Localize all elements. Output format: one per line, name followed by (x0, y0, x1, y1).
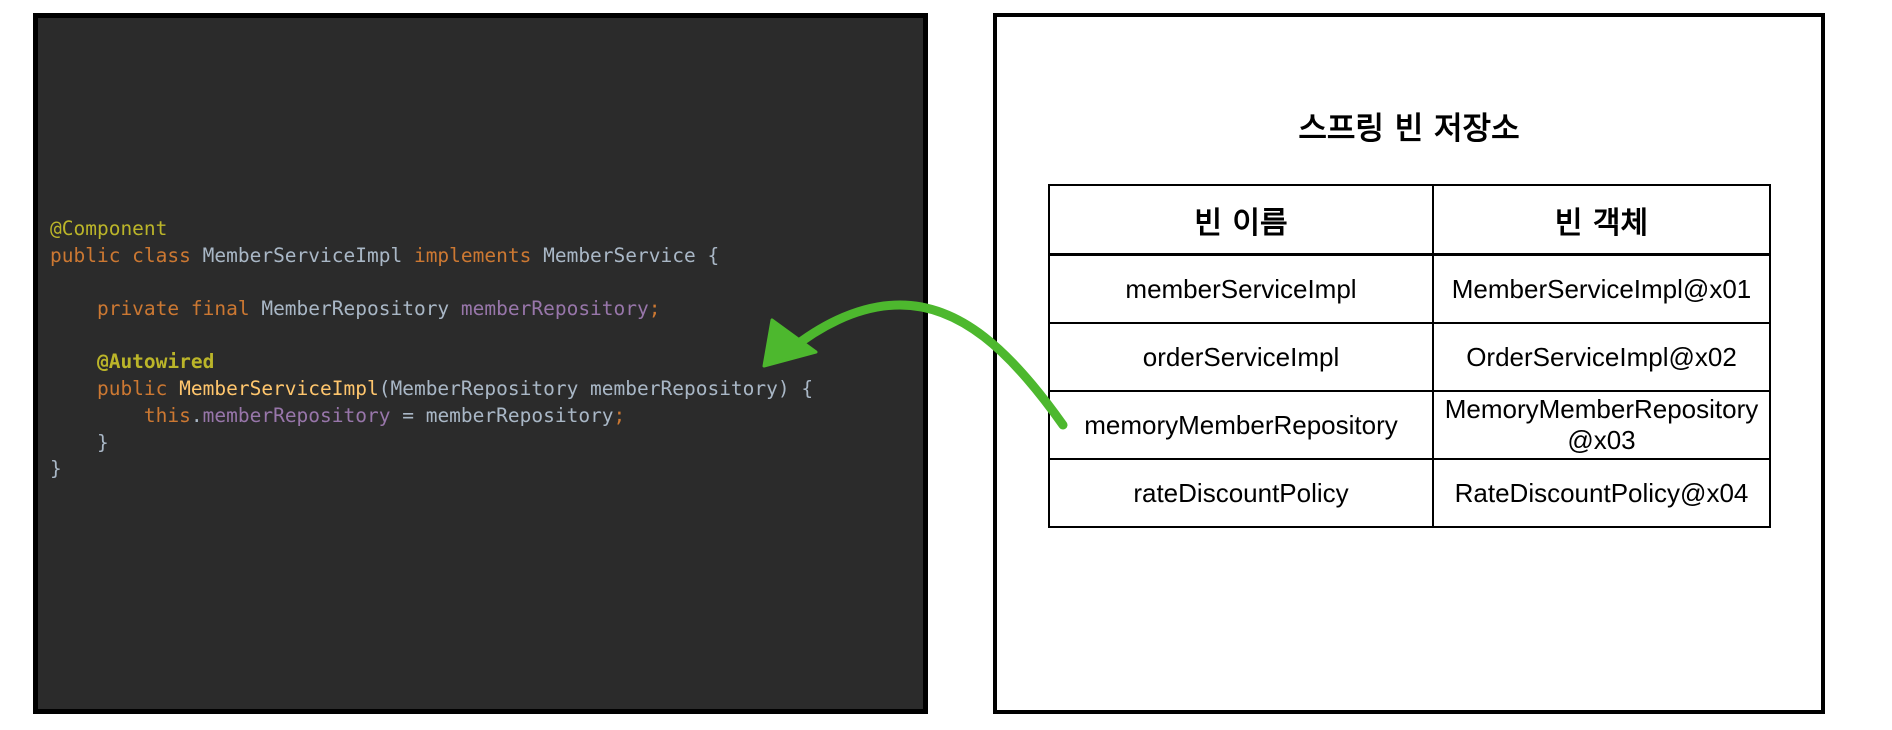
code-line: public MemberServiceImpl(MemberRepositor… (50, 376, 813, 403)
code-line: @Component (50, 216, 813, 243)
store-title: 스프링 빈 저장소 (1298, 111, 1520, 147)
bean-name-cell: memberServiceImpl (1048, 253, 1434, 324)
code-token: MemberServiceImpl (179, 377, 379, 401)
code-line: private final MemberRepository memberRep… (50, 296, 813, 323)
code-token: @Autowired (50, 350, 215, 374)
code-token: this (50, 403, 191, 427)
code-token: memberRepository (460, 297, 649, 321)
code-line: @Autowired (50, 349, 813, 376)
bean-table: 빈 이름 빈 객체 memberServiceImpl MemberServic… (1048, 184, 1771, 528)
bean-name-cell: orderServiceImpl (1048, 322, 1434, 392)
code-token: implements (413, 243, 544, 267)
code-line: public class MemberServiceImpl implement… (50, 243, 813, 270)
bean-object-cell: MemoryMemberRepository @x03 (1432, 390, 1771, 460)
bean-name-cell: memoryMemberRepository (1048, 390, 1434, 460)
code-token: . (190, 403, 203, 427)
code-token: } (50, 457, 62, 481)
table-row: rateDiscountPolicy RateDiscountPolicy@x0… (1048, 458, 1771, 528)
code-token: memberRepository (202, 403, 391, 427)
bean-name-header: 빈 이름 (1048, 184, 1434, 256)
bean-object-header: 빈 객체 (1432, 184, 1771, 256)
bean-object-cell: RateDiscountPolicy@x04 (1432, 458, 1771, 528)
code-line (50, 323, 813, 350)
code-token: @Component (50, 217, 168, 240)
spring-bean-store-panel: 스프링 빈 저장소 빈 이름 빈 객체 memberServiceImpl Me… (993, 13, 1825, 714)
code-token: } (50, 430, 109, 454)
code-token: public class (50, 243, 203, 267)
code-token: = memberRepository (390, 403, 614, 427)
code-token: MemberRepository (261, 297, 461, 321)
code-token: private final (50, 297, 262, 321)
code-line: this.memberRepository = memberRepository… (50, 403, 813, 430)
table-row: orderServiceImpl OrderServiceImpl@x02 (1048, 322, 1771, 392)
code-token: ; (613, 403, 626, 427)
code-block: @Component public class MemberServiceImpl… (50, 216, 813, 483)
code-token: (MemberRepository memberRepository) { (378, 377, 814, 401)
bean-object-cell: MemberServiceImpl@x01 (1432, 253, 1771, 324)
table-row: memberServiceImpl MemberServiceImpl@x01 (1048, 253, 1771, 324)
code-token: MemberService { (543, 243, 720, 267)
bean-object-cell: OrderServiceImpl@x02 (1432, 322, 1771, 392)
code-token: public (50, 377, 180, 401)
code-line: } (50, 430, 813, 457)
code-line (50, 269, 813, 296)
code-token: ; (648, 297, 661, 321)
code-panel: @Component public class MemberServiceImpl… (33, 13, 928, 714)
bean-name-cell: rateDiscountPolicy (1048, 458, 1434, 528)
code-line: } (50, 456, 813, 483)
table-row: memoryMemberRepository MemoryMemberRepos… (1048, 390, 1771, 460)
bean-table-header-row: 빈 이름 빈 객체 (1048, 184, 1771, 256)
code-token: MemberServiceImpl (202, 243, 414, 267)
